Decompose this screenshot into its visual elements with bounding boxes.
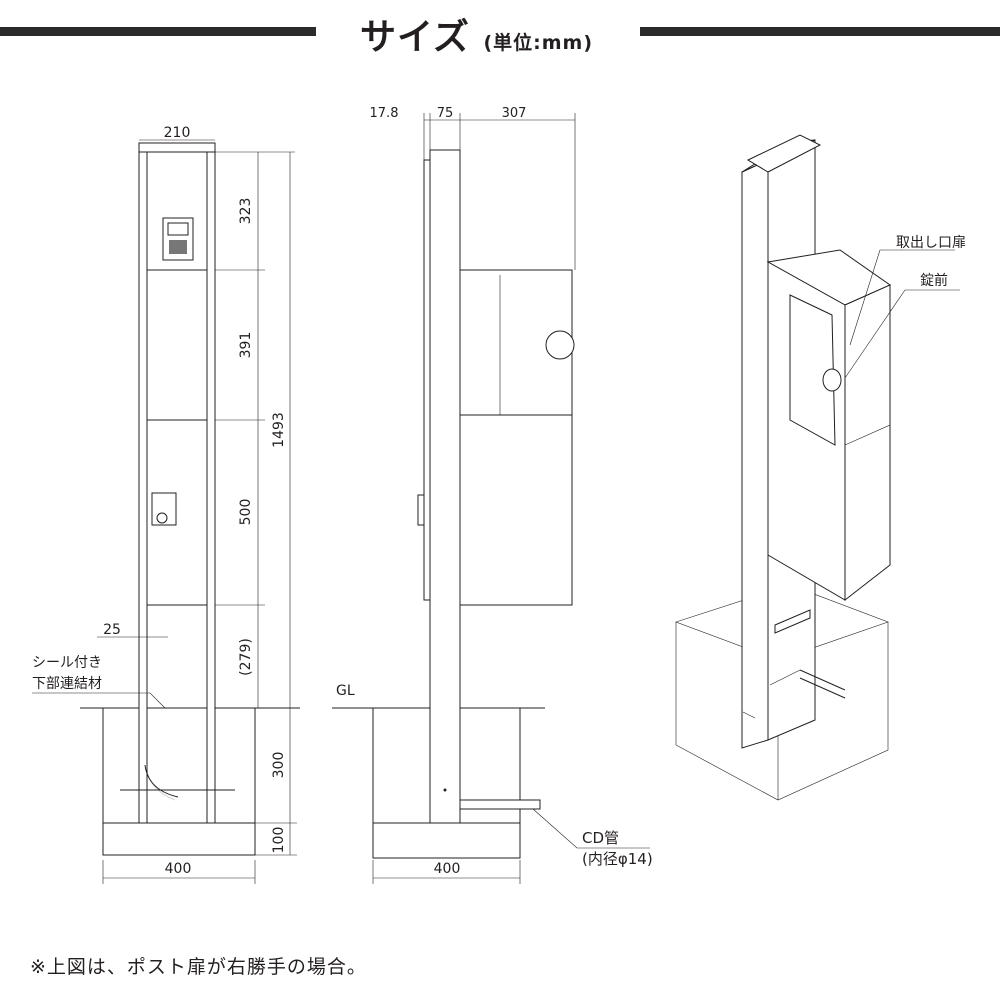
delivery-box-side: [459, 414, 573, 606]
dim-400-side: 400: [434, 861, 461, 877]
lock-icon: [151, 492, 177, 526]
footnote: ※上図は、ポスト扉が右勝手の場合。: [30, 956, 367, 978]
iso-post-left: [741, 159, 769, 749]
concrete-foundation: [102, 707, 256, 824]
page-title: サイズ (単位:mm): [360, 17, 594, 58]
lock-label: 錠前: [920, 272, 948, 289]
cd-pipe-spec: (内径φ14): [582, 850, 653, 868]
cd-pipe: [459, 799, 541, 810]
dim-1493: 1493: [271, 412, 287, 448]
dim-307: 307: [502, 106, 527, 121]
mailbox-section: [146, 269, 208, 421]
isometric-view: 取出し口扉 錠前: [675, 134, 966, 801]
side-post: [429, 149, 461, 824]
gravel-base-side: [372, 822, 521, 859]
dim-400-front: 400: [165, 861, 192, 877]
iso-lock-icon: [822, 368, 842, 392]
dim-391: 391: [238, 332, 254, 359]
door-label: 取出し口扉: [896, 235, 966, 251]
right-post: [206, 142, 216, 824]
iso-door: [789, 294, 836, 446]
connector-label: 下部連結材: [32, 676, 102, 692]
gravel-base: [102, 822, 256, 856]
left-post: [138, 142, 148, 824]
dim-100: 100: [271, 827, 287, 854]
dim-300: 300: [271, 752, 287, 779]
dim-323: 323: [238, 198, 254, 225]
title-rule-right: [640, 27, 1000, 36]
cd-pipe-label: CD管: [582, 829, 619, 847]
dim-25: 25: [103, 622, 121, 638]
dim-279: (279): [238, 638, 254, 676]
dim-500: 500: [238, 499, 254, 526]
lock-knob-icon: [545, 330, 575, 360]
dim-width: 210: [164, 125, 191, 141]
title-rule-left: [0, 27, 316, 36]
gl-label: GL: [336, 683, 355, 699]
seal-label: シール付き: [32, 655, 102, 671]
side-panel: [423, 159, 431, 601]
front-view: 210 323 391 500 (279) 1493 300 100 25 40…: [32, 125, 300, 884]
dim-17-8: 17.8: [370, 106, 399, 121]
side-view: GL 17.8 75 307 400 CD管 (内径φ14): [332, 106, 653, 884]
dim-75: 75: [437, 106, 454, 121]
unit-label: (単位:mm): [483, 32, 594, 54]
